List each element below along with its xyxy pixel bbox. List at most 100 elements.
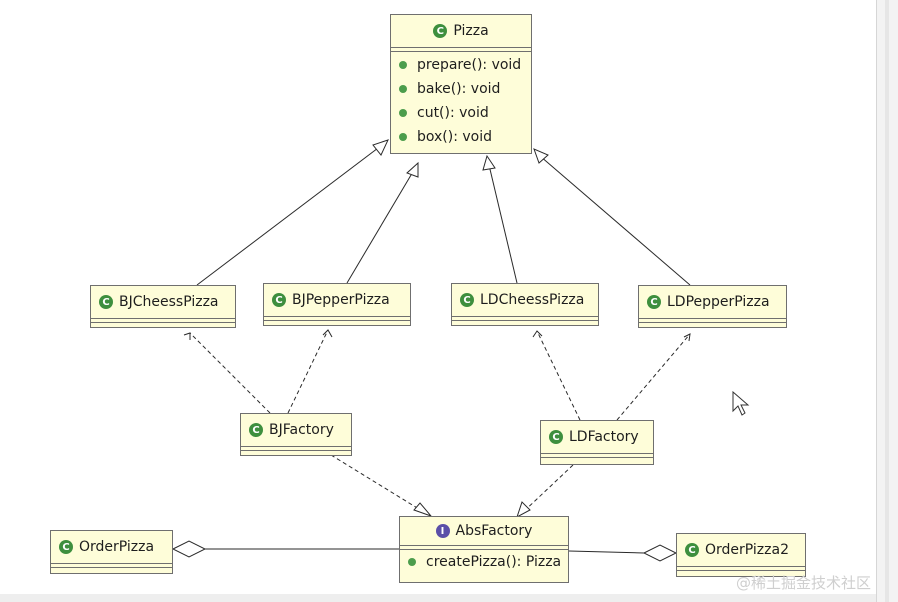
vertical-scrollbar[interactable] bbox=[876, 0, 898, 602]
class-name: LDCheessPizza bbox=[480, 292, 585, 308]
class-header: C LDPepperPizza bbox=[639, 286, 786, 318]
class-orderpizza2[interactable]: C OrderPizza2 bbox=[676, 533, 806, 577]
class-name: LDPepperPizza bbox=[667, 294, 770, 310]
method-compartment bbox=[639, 322, 786, 326]
class-name: OrderPizza bbox=[79, 539, 155, 555]
mouse-pointer-icon bbox=[732, 391, 750, 416]
class-name: Pizza bbox=[453, 23, 489, 39]
realization-arrowhead bbox=[413, 502, 433, 518]
class-header: I AbsFactory bbox=[400, 517, 568, 545]
class-icon: C bbox=[685, 543, 699, 557]
dependency-arrowhead bbox=[322, 329, 333, 338]
inheritance-line-bjcheess bbox=[196, 144, 383, 286]
method-item: createPizza(): Pizza bbox=[400, 550, 568, 574]
public-method-icon bbox=[408, 558, 416, 566]
dependency-line-ldfactory-absfactory bbox=[519, 464, 574, 516]
dependency-line-bjfactory-bjcheess bbox=[189, 332, 271, 414]
public-method-icon bbox=[399, 85, 407, 93]
field-compartment bbox=[51, 563, 172, 567]
method-compartment bbox=[541, 457, 653, 461]
class-icon: C bbox=[249, 423, 263, 437]
class-orderpizza[interactable]: C OrderPizza bbox=[50, 530, 173, 574]
class-icon: C bbox=[59, 540, 73, 554]
class-header: C Pizza bbox=[391, 15, 531, 47]
method-compartment bbox=[241, 450, 351, 454]
dependency-arrowhead bbox=[183, 332, 191, 340]
public-method-icon bbox=[399, 133, 407, 141]
scrollbar-track bbox=[885, 0, 889, 602]
class-name: AbsFactory bbox=[455, 523, 533, 539]
dependency-line-bjfactory-bjpepper bbox=[287, 329, 329, 414]
class-ldfactory[interactable]: C LDFactory bbox=[540, 420, 654, 465]
field-compartment bbox=[452, 316, 598, 320]
class-header: C LDCheessPizza bbox=[452, 284, 598, 316]
horizontal-scrollbar[interactable] bbox=[0, 594, 876, 602]
method-compartment bbox=[91, 322, 235, 326]
realization-arrowhead bbox=[516, 501, 531, 519]
class-header: C OrderPizza2 bbox=[677, 534, 805, 566]
field-compartment bbox=[391, 47, 531, 51]
class-icon: C bbox=[460, 293, 474, 307]
class-icon: C bbox=[549, 430, 563, 444]
class-header: C LDFactory bbox=[541, 421, 653, 453]
aggregation-diamond bbox=[171, 540, 207, 558]
dependency-arrowhead bbox=[532, 330, 543, 338]
method-compartment bbox=[264, 320, 410, 324]
interface-icon: I bbox=[435, 524, 450, 538]
inheritance-arrowhead bbox=[372, 139, 389, 156]
method-compartment: prepare(): void bake(): void cut(): void… bbox=[391, 51, 531, 149]
method-signature: box(): void bbox=[417, 129, 493, 145]
method-compartment bbox=[677, 570, 805, 574]
field-compartment bbox=[639, 318, 786, 322]
public-method-icon bbox=[399, 61, 407, 69]
class-header: C BJPepperPizza bbox=[264, 284, 410, 316]
method-signature: prepare(): void bbox=[417, 57, 522, 73]
field-compartment bbox=[241, 446, 351, 450]
aggregation-line-orderpizza2 bbox=[568, 550, 645, 554]
dependency-line-ldfactory-ldpepper bbox=[616, 333, 691, 421]
field-compartment bbox=[91, 318, 235, 322]
method-item: bake(): void bbox=[391, 77, 531, 101]
dependency-line-ldfactory-ldcheess bbox=[536, 330, 581, 421]
class-pizza[interactable]: C Pizza prepare(): void bake(): void cut… bbox=[390, 14, 532, 154]
class-name: BJPepperPizza bbox=[292, 292, 390, 308]
class-header: C BJFactory bbox=[241, 414, 351, 446]
field-compartment bbox=[541, 453, 653, 457]
class-header: C OrderPizza bbox=[51, 531, 172, 563]
class-ldpepperpizza[interactable]: C LDPepperPizza bbox=[638, 285, 787, 328]
class-bjcheesspizza[interactable]: C BJCheessPizza bbox=[90, 285, 236, 328]
class-bjfactory[interactable]: C BJFactory bbox=[240, 413, 352, 456]
aggregation-diamond bbox=[642, 544, 678, 562]
class-icon: C bbox=[272, 293, 286, 307]
interface-absfactory[interactable]: I AbsFactory createPizza(): Pizza bbox=[399, 516, 569, 583]
inheritance-line-ldcheess bbox=[488, 164, 518, 284]
inheritance-arrowhead bbox=[533, 148, 549, 164]
field-compartment bbox=[264, 316, 410, 320]
class-name: LDFactory bbox=[569, 429, 639, 445]
method-item: prepare(): void bbox=[391, 53, 531, 77]
class-bjpepperpizza[interactable]: C BJPepperPizza bbox=[263, 283, 411, 326]
watermark: @稀土掘金技术社区 bbox=[736, 574, 872, 592]
class-icon: C bbox=[433, 24, 448, 38]
inheritance-line-bjpepper bbox=[346, 169, 415, 284]
dependency-arrowhead bbox=[683, 333, 691, 342]
method-compartment bbox=[452, 320, 598, 324]
class-name: BJFactory bbox=[269, 422, 334, 438]
inheritance-line-ldpepper bbox=[539, 155, 691, 286]
dependency-line-bjfactory-absfactory bbox=[330, 454, 428, 515]
method-item: cut(): void bbox=[391, 101, 531, 125]
class-header: C BJCheessPizza bbox=[91, 286, 235, 318]
field-compartment bbox=[400, 545, 568, 549]
class-ldcheesspizza[interactable]: C LDCheessPizza bbox=[451, 283, 599, 326]
method-compartment: createPizza(): Pizza bbox=[400, 549, 568, 574]
method-signature: cut(): void bbox=[417, 105, 489, 121]
method-compartment bbox=[51, 567, 172, 571]
inheritance-arrowhead bbox=[406, 161, 419, 178]
method-item: box(): void bbox=[391, 125, 531, 149]
public-method-icon bbox=[399, 109, 407, 117]
class-name: BJCheessPizza bbox=[119, 294, 219, 310]
method-signature: bake(): void bbox=[417, 81, 501, 97]
class-icon: C bbox=[99, 295, 113, 309]
method-signature: createPizza(): Pizza bbox=[426, 554, 562, 570]
